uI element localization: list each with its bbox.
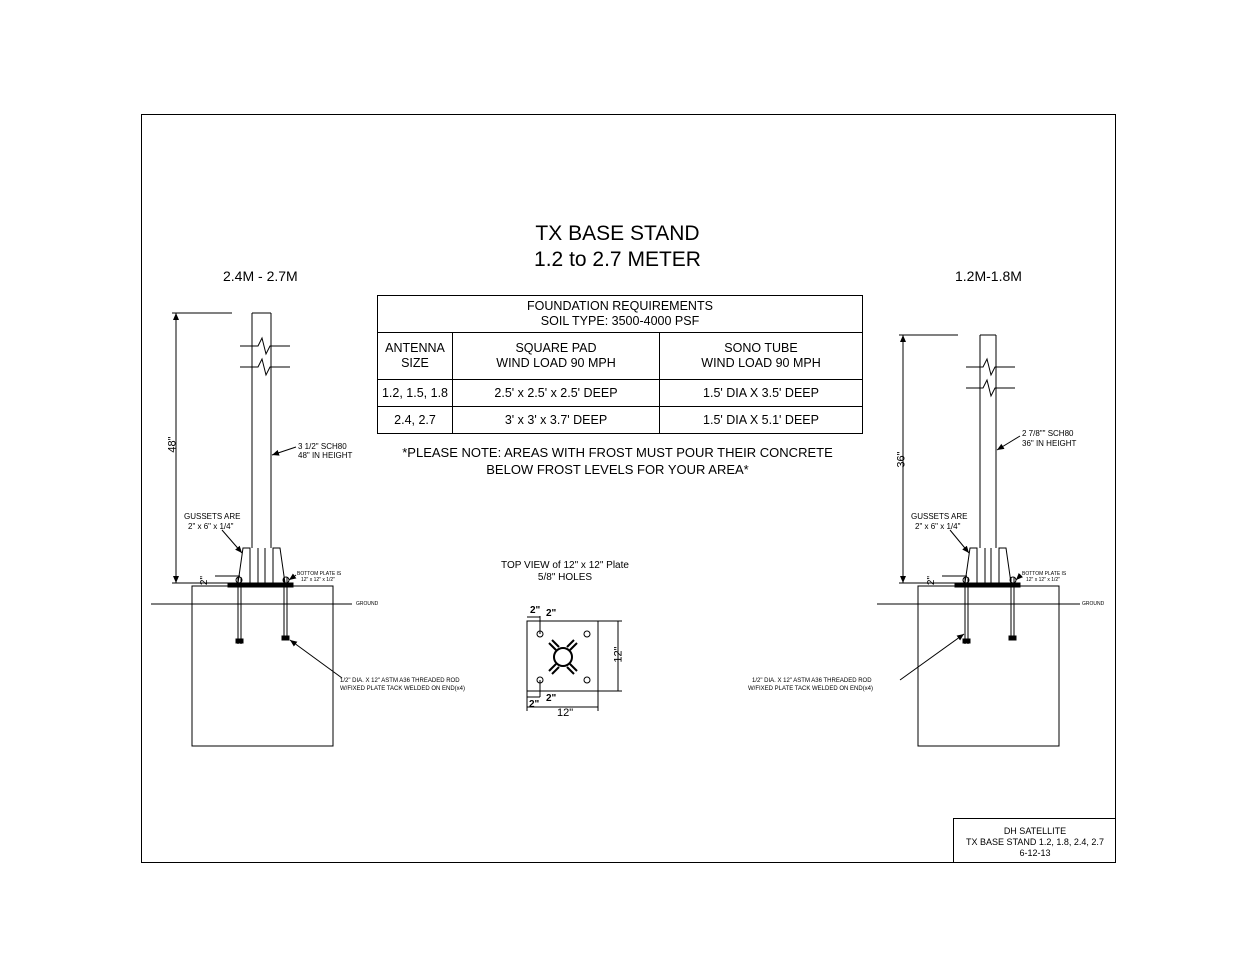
col-header-sono-tube: SONO TUBE WIND LOAD 90 MPH [659,332,863,380]
top-view-caption-2: 5/8" HOLES [537,572,593,583]
left-pipe-note-2: 48" IN HEIGHT [298,451,353,460]
plate-outline [526,620,599,692]
right-rod-note-1: 1/2" DIA. X 12" ASTM A36 THREADED ROD [752,678,872,684]
right-anchor-plate [962,638,971,644]
col-header-sono-tube-line1: SONO TUBE [724,341,798,355]
right-bottom-plate [954,582,1021,588]
table-cell-size: 2.4, 2.7 [377,406,453,434]
table-header-line2: SOIL TYPE: 3500-4000 PSF [540,314,700,328]
left-gusset [237,547,251,584]
col-header-antenna-line2: SIZE [401,356,429,370]
drawing-border [141,114,1116,863]
title-block-line2: TX BASE STAND 1.2, 1.8, 2.4, 2.7 [966,837,1104,847]
plate-pipe-circle [553,647,573,667]
table-header-line1: FOUNDATION REQUIREMENTS [527,299,713,313]
right-pipe-note-2: 36" IN HEIGHT [1022,439,1077,448]
title-block: DH SATELLITE TX BASE STAND 1.2, 1.8, 2.4… [953,818,1116,863]
left-ground-label: GROUND [356,601,379,607]
left-stand-elevation [151,312,352,747]
table-cell-pad: 3' x 3' x 3.7' DEEP [452,406,660,434]
col-header-square-pad: SQUARE PAD WIND LOAD 90 MPH [452,332,660,380]
left-nut [235,576,243,584]
left-plate-leader [288,573,297,581]
left-pipe-leader [271,446,297,456]
col-header-square-pad-line1: SQUARE PAD [515,341,597,355]
title-block-line3: 6-12-13 [1019,848,1051,858]
right-ground-label: GROUND [1082,601,1105,607]
col-header-square-pad-line2: WIND LOAD 90 MPH [496,356,616,370]
table-row: 2.4, 2.7 3' x 3' x 3.7' DEEP 1.5' DIA X … [377,406,863,434]
plate-hole [583,630,591,638]
table-cell-sono: 1.5' DIA X 5.1' DEEP [659,406,863,434]
right-anchor-plate [1008,635,1017,641]
right-break-line [966,357,1015,377]
right-gusset-note-1: GUSSETS ARE [911,512,968,521]
right-gusset [998,547,1012,584]
right-detail-label: 1.2M-1.8M [955,268,1022,284]
table-cell-size: 1.2, 1.5, 1.8 [377,379,453,407]
right-plate-leader [1015,572,1024,581]
left-anchor-plate [235,638,244,644]
left-break-line [240,357,290,377]
right-pipe-note-1: 2 7/8"" SCH80 [1022,429,1074,438]
left-concrete-pad [191,585,334,747]
drawing-title-line2: 1.2 to 2.7 METER [534,248,701,271]
table-row: 1.2, 1.5, 1.8 2.5' x 2.5' x 2.5' DEEP 1.… [377,379,863,407]
right-nut [962,576,970,584]
left-anchor-plate [281,635,290,641]
left-rod-note-1: 1/2" DIA. X 12" ASTM A36 THREADED ROD [340,678,460,684]
left-gusset-note-1: GUSSETS ARE [184,512,241,521]
table-cell-pad: 2.5' x 2.5' x 2.5' DEEP [452,379,660,407]
right-plate-note-1: BOTTOM PLATE IS [1022,571,1067,577]
col-header-sono-tube-line2: WIND LOAD 90 MPH [701,356,821,370]
col-header-antenna-line1: ANTENNA [385,341,445,355]
left-break-line [240,336,290,356]
left-plate-note-1: BOTTOM PLATE IS [297,571,342,577]
top-view-caption-1: TOP VIEW of 12" x 12" Plate [501,560,629,571]
plate-hole [583,676,591,684]
top-view-dim-bottom-b: 2" [546,693,557,704]
table-header: FOUNDATION REQUIREMENTS SOIL TYPE: 3500-… [377,295,863,333]
left-detail-label: 2.4M - 2.7M [223,268,298,284]
frost-note-line1: *PLEASE NOTE: AREAS WITH FROST MUST POUR… [402,445,833,460]
right-stand-elevation [877,334,1080,747]
top-view-dim-top-b: 2" [546,608,557,619]
top-view-dim-width: 12" [557,707,574,719]
left-gusset-leader [221,529,243,554]
right-plate-note-2: 12" x 12" x 1/2" [1026,577,1060,583]
left-rod-leader [289,639,343,679]
right-rod-leader [899,633,965,681]
right-gusset-note-2: 2" x 6" x 1/4" [915,522,961,531]
right-concrete-pad [917,585,1060,747]
right-gusset [964,547,978,584]
right-pipe-leader [996,435,1021,451]
table-cell-sono: 1.5' DIA X 3.5' DEEP [659,379,863,407]
left-bottom-plate [227,582,294,588]
right-gusset-leader [949,529,970,554]
right-rod-note-2: W/FIXED PLATE TACK WELDED ON END(x4) [748,686,874,692]
plate-top-view [526,616,622,711]
plate-gusset-ribs [548,639,578,675]
left-gusset-note-2: 2" x 6" x 1/4" [188,522,234,531]
top-view-dim-bottom-a: 2" [529,699,540,710]
drawing-title-line1: TX BASE STAND [535,222,700,245]
left-plate-note-2: 12" x 12" x 1/2" [301,577,335,583]
top-view-dim-top-a: 2" [530,605,541,616]
left-gusset [272,547,286,584]
left-rod-note-2: W/FIXED PLATE TACK WELDED ON END(x4) [340,686,466,692]
left-pipe-note-1: 3 1/2" SCH80 [298,442,347,451]
title-block-line1: DH SATELLITE [1003,826,1067,836]
frost-note-line2: BELOW FROST LEVELS FOR YOUR AREA* [486,462,749,477]
right-break-line [966,378,1015,398]
foundation-requirements-table: FOUNDATION REQUIREMENTS SOIL TYPE: 3500-… [377,295,863,434]
